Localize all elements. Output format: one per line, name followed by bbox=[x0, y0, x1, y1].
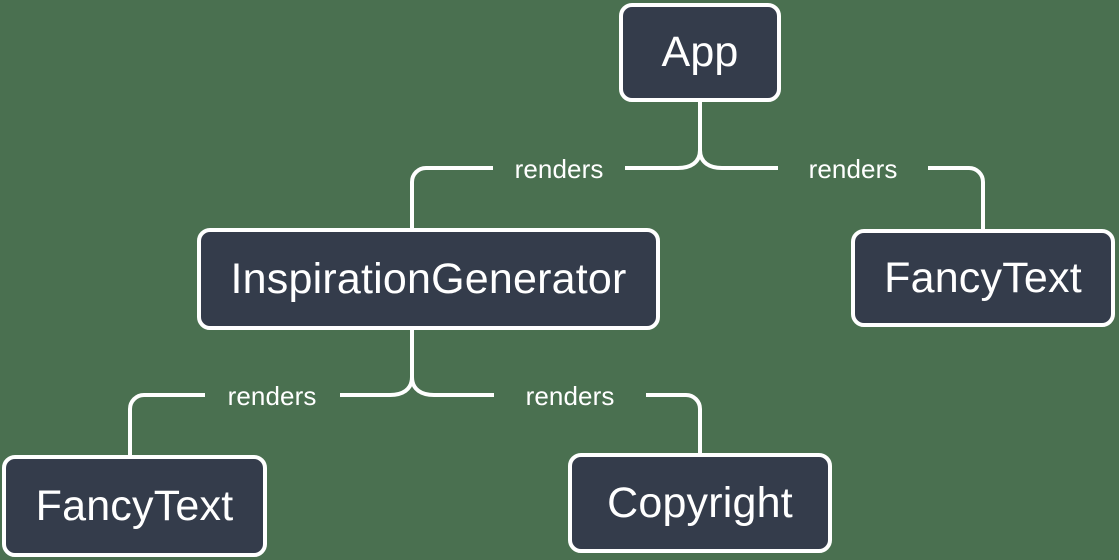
node-inspiration-generator[interactable]: InspirationGenerator bbox=[197, 228, 660, 330]
edge-app-to-inspiration-left bbox=[625, 149, 702, 170]
edge-inspiration-to-fancytext-run bbox=[128, 393, 205, 455]
node-copyright[interactable]: Copyright bbox=[568, 453, 832, 553]
node-app[interactable]: App bbox=[619, 3, 781, 102]
node-fancytext-bottom[interactable]: FancyText bbox=[2, 455, 267, 557]
edge-app-to-inspiration-run bbox=[410, 166, 493, 228]
edge-inspiration-to-copyright-run bbox=[646, 393, 702, 453]
node-app-label: App bbox=[661, 28, 739, 76]
node-fancytext-bottom-label: FancyText bbox=[35, 481, 234, 530]
edge-app-to-fancytext-right-run bbox=[928, 166, 985, 229]
edge-label-inspiration-generator-to-fancytext-bottom: renders bbox=[227, 381, 317, 411]
edge-inspiration-to-copyright-left bbox=[410, 376, 494, 397]
node-copyright-label: Copyright bbox=[607, 478, 793, 527]
node-fancytext-right[interactable]: FancyText bbox=[851, 229, 1115, 327]
node-inspiration-generator-label: InspirationGenerator bbox=[230, 254, 627, 303]
node-fancytext-right-label: FancyText bbox=[884, 253, 1082, 302]
edge-inspiration-to-fancytext-left bbox=[340, 376, 414, 397]
edge-label-app-to-fancytext-right: renders bbox=[808, 154, 898, 184]
edge-label-app-to-inspiration-generator: renders bbox=[514, 154, 604, 184]
edge-app-to-fancytext-right-left bbox=[698, 149, 778, 170]
edge-label-inspiration-generator-to-copyright: renders bbox=[525, 381, 615, 411]
